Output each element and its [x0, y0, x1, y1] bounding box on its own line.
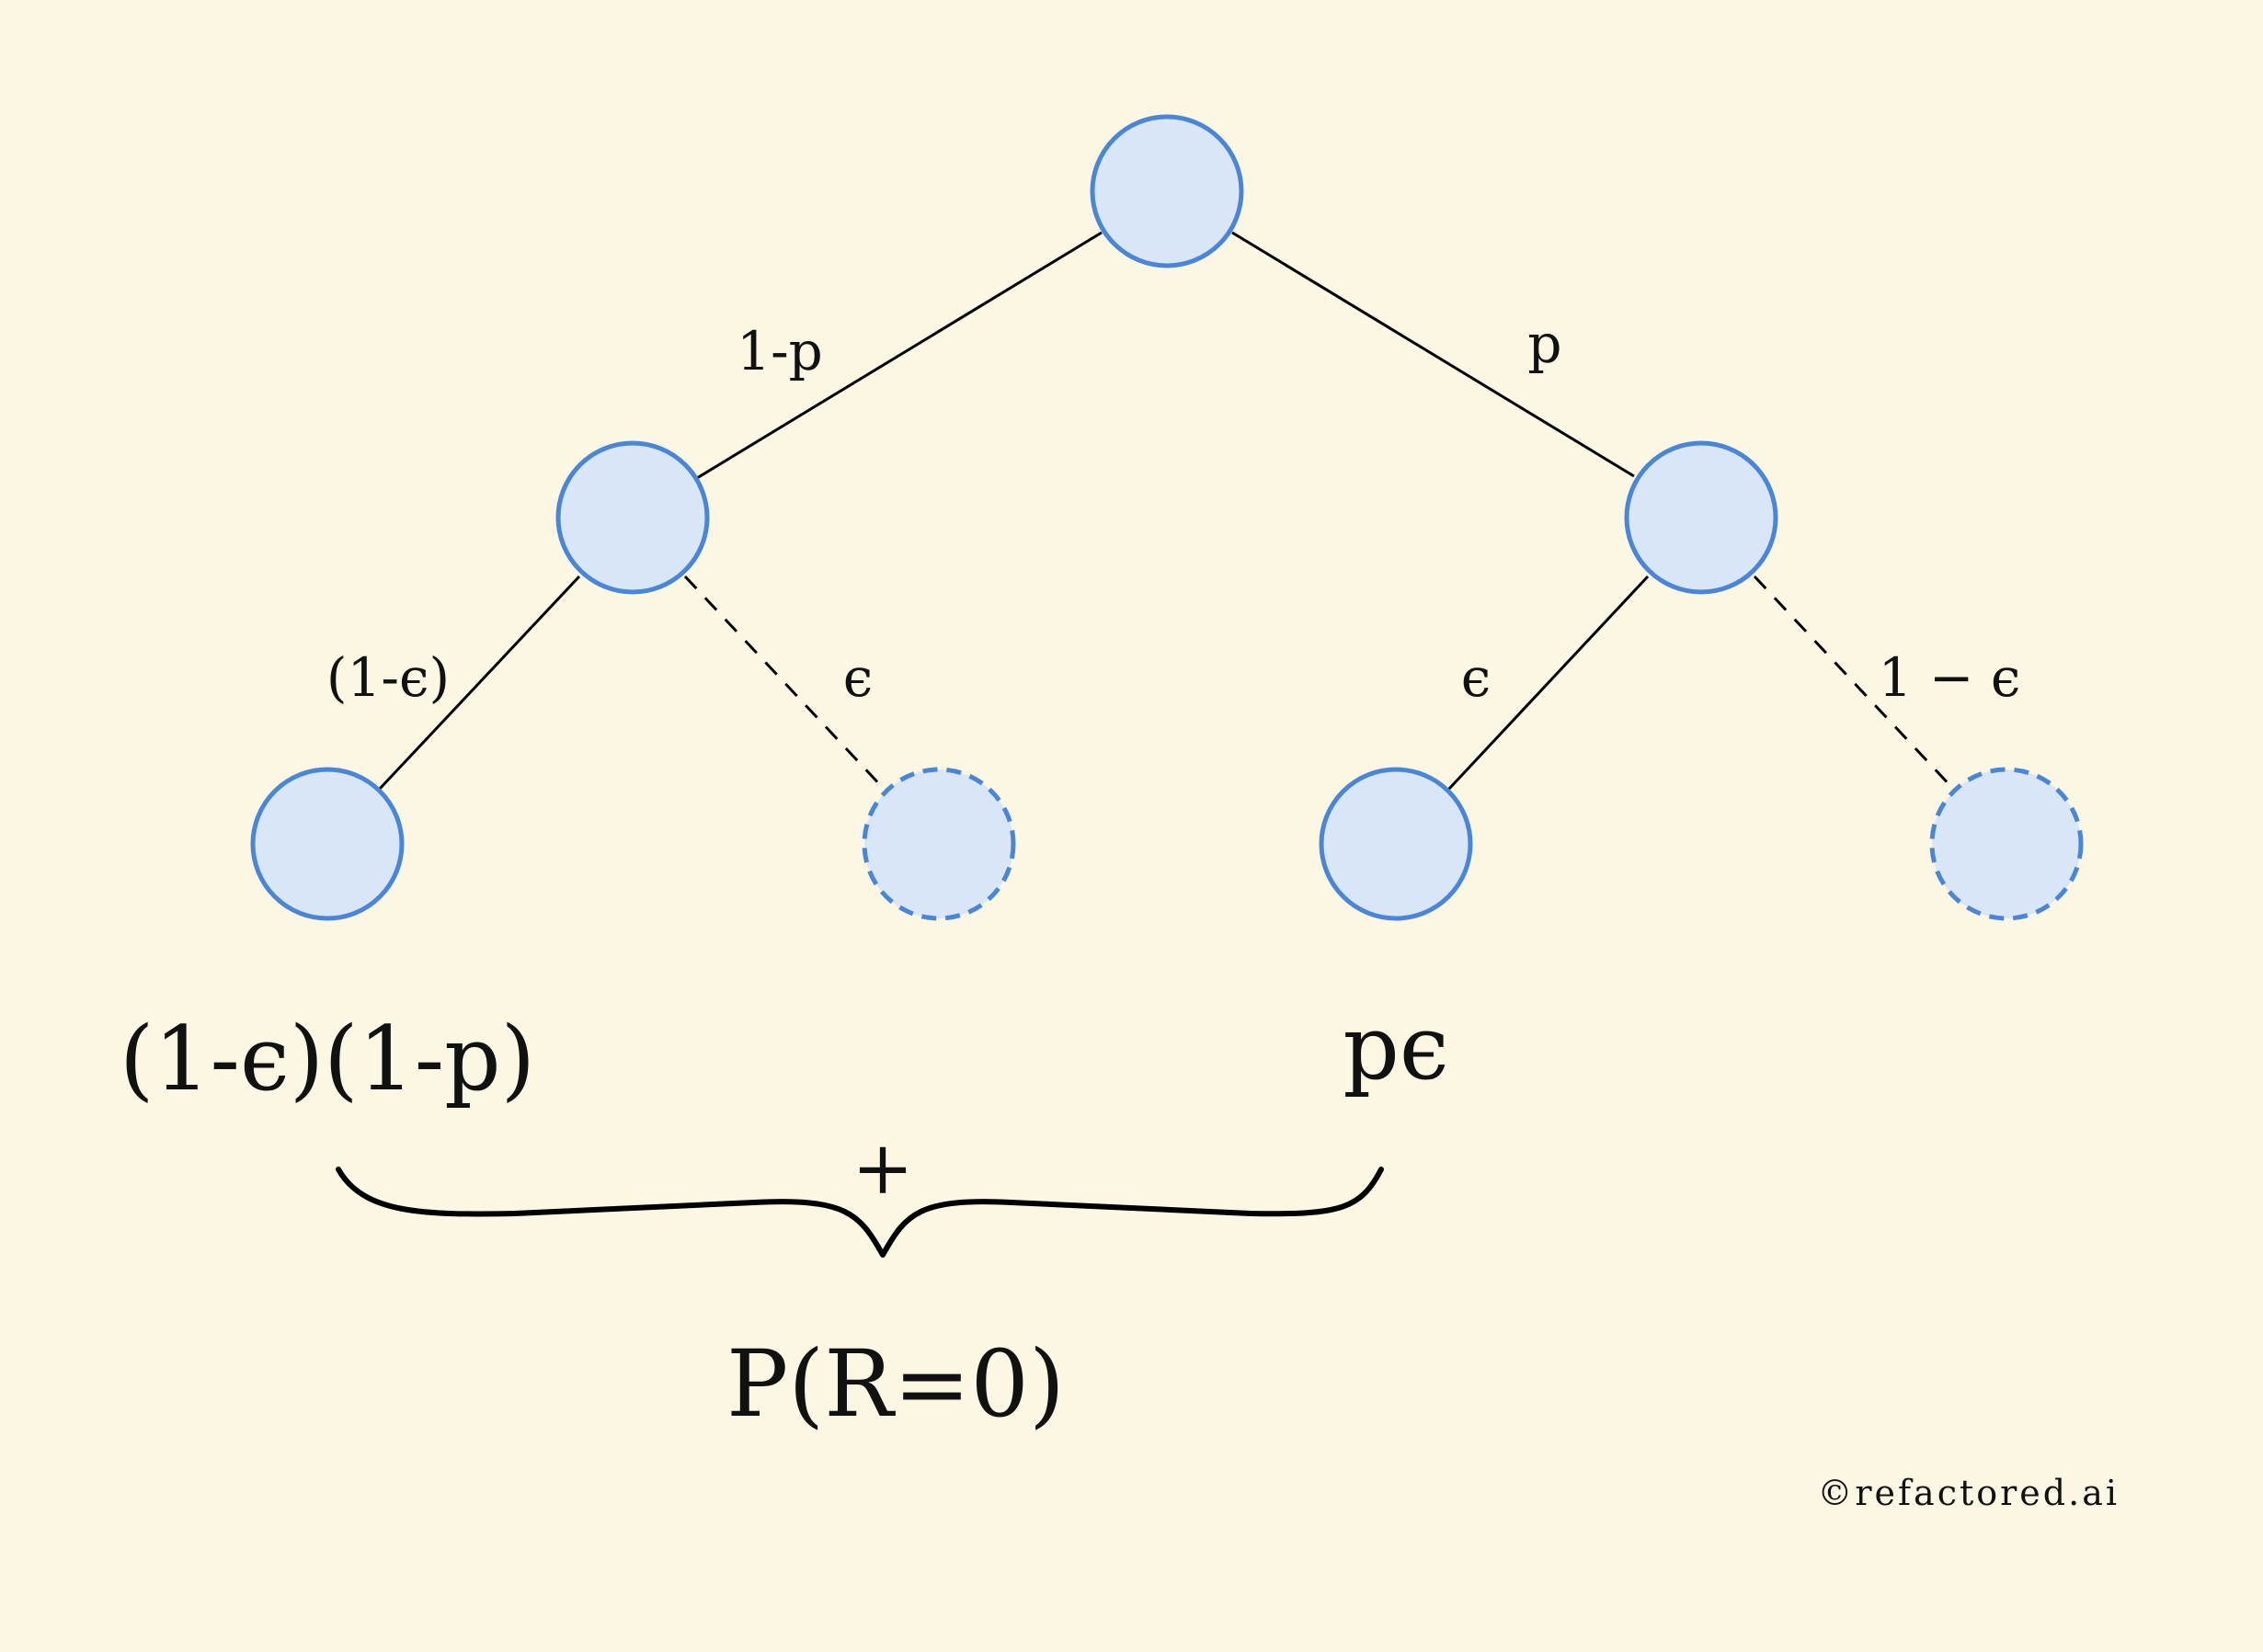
edge-label-epsilon-right: ϵ: [1461, 646, 1491, 709]
edge-label-p: p: [1527, 313, 1561, 375]
outcome-label-1: (1-ϵ)(1-p): [120, 1008, 535, 1111]
edge-left-right: [683, 575, 886, 792]
node-leaf-4: [1929, 767, 2084, 921]
plus-sign: +: [851, 1125, 913, 1211]
node-leaf-1: [250, 767, 405, 921]
edge-right-right: [1753, 575, 1956, 792]
curly-brace: [336, 1167, 1384, 1258]
total-probability-label: P(R=0): [726, 1330, 1065, 1438]
credit-watermark: ©refactored.ai: [1817, 1473, 2120, 1513]
edge-label-1-minus-epsilon-left: (1-ϵ): [326, 646, 450, 709]
node-leaf-3: [1319, 767, 1473, 921]
outcome-label-2: pϵ: [1343, 997, 1448, 1099]
edge-label-1-minus-p: 1-p: [737, 320, 823, 382]
edge-right-left: [1446, 575, 1650, 792]
edge-root-left: [696, 231, 1103, 480]
edge-left-left: [377, 575, 581, 792]
node-left: [555, 440, 710, 595]
edge-root-right: [1231, 231, 1635, 478]
node-right: [1624, 440, 1778, 595]
edge-label-1-minus-epsilon-right: 1 − ϵ: [1879, 646, 2021, 709]
node-leaf-2: [862, 767, 1016, 921]
edge-label-epsilon-left: ϵ: [843, 646, 873, 709]
node-root: [1090, 114, 1244, 268]
